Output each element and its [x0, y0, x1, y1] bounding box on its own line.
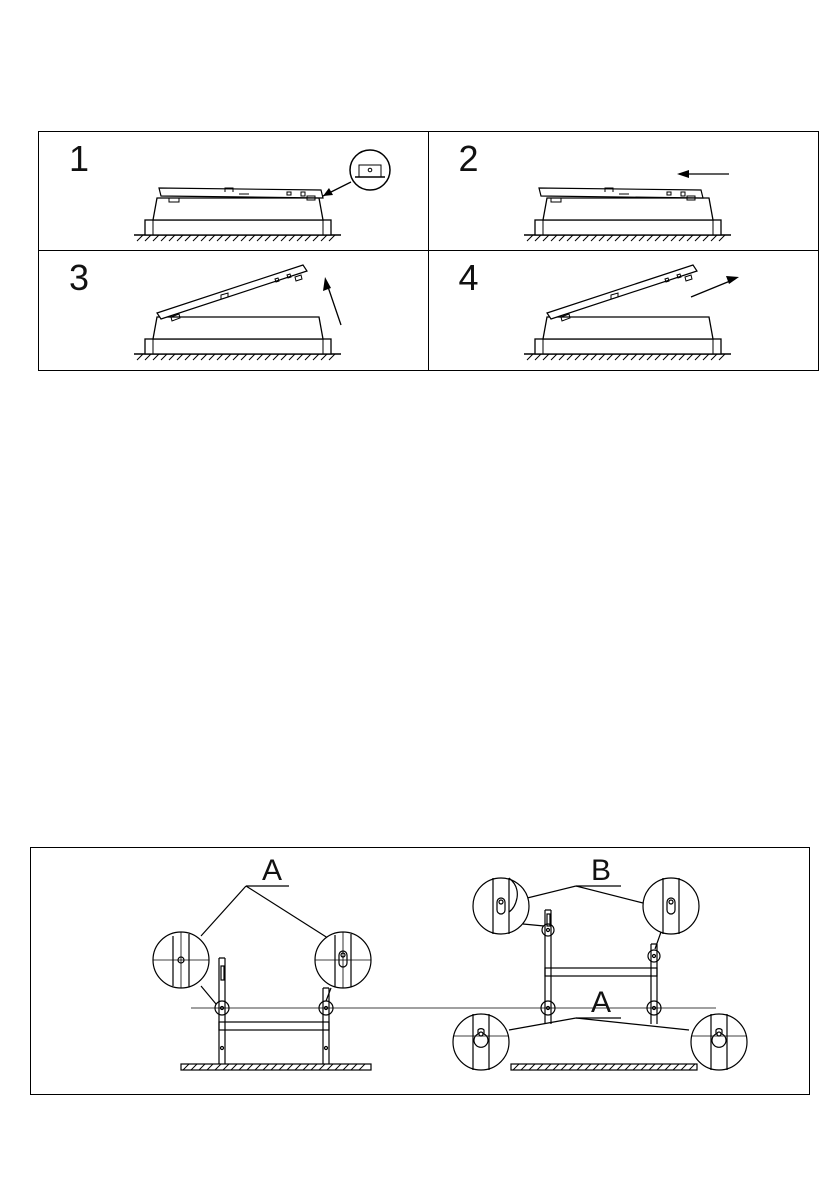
appliance-body [153, 317, 323, 339]
detail-label-b: B [591, 854, 611, 888]
appliance-lid [157, 265, 307, 319]
step-1-illustration [39, 132, 438, 252]
detail-circle [350, 150, 390, 190]
step-number: 1 [69, 138, 89, 180]
step-2-illustration [429, 132, 819, 252]
appliance-lid [539, 188, 703, 198]
appliance-base [535, 339, 721, 354]
appliance-body [543, 317, 713, 339]
left-assembly [153, 886, 716, 1070]
appliance-body [543, 198, 713, 220]
step-3-illustration [39, 251, 438, 371]
appliance-base [145, 220, 331, 235]
bracket-detail-illustration [31, 848, 811, 1096]
appliance-lid [159, 188, 323, 198]
detail-label-a: A [262, 854, 282, 888]
step-number: 3 [69, 257, 89, 299]
bracket-detail-diagram: A B A [30, 847, 810, 1095]
right-assembly [453, 878, 747, 1070]
step-panel-grid: 1 2 [38, 131, 819, 371]
ground-hatch [134, 235, 341, 241]
step-4-illustration [429, 251, 819, 371]
step-number: 2 [459, 138, 479, 180]
step-1-cell: 1 [39, 132, 429, 251]
step-3-cell: 3 [39, 251, 429, 370]
detail-label-a: A [591, 986, 611, 1020]
step-2-cell: 2 [429, 132, 819, 251]
appliance-base [145, 339, 331, 354]
step-4-cell: 4 [429, 251, 819, 370]
appliance-lid [547, 265, 697, 319]
step-number: 4 [459, 257, 479, 299]
appliance-base [535, 220, 721, 235]
